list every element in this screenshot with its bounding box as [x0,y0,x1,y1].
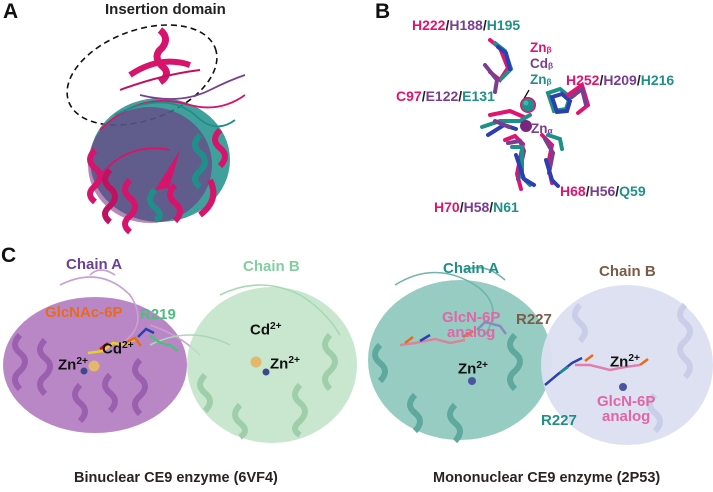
cd2-label-chain-b: Cd2+ [250,321,282,339]
zn-alpha-sphere [520,120,532,132]
residue-label-top: H222/H188/H195 [412,17,521,33]
zn2-label-chain-a: Zn2+ [58,356,88,374]
panel-b-letter: B [375,0,391,23]
metal-label-zn-beta-magenta: Znβ [530,40,552,55]
protein-overlay-structure [66,24,246,235]
zn2-label-chain-b: Zn2+ [270,355,300,373]
metal-label-zn-beta-teal: Znβ [530,72,552,87]
glcn-6p-analog-label-a: GlcN-6P analog [442,309,501,341]
r219-label: R219 [140,306,176,323]
residue-label-right: H252/H209/H216 [566,72,675,88]
glcnac-6p-label: GlcNAc-6P [45,304,123,321]
active-site-structure [480,38,590,191]
mononuclear-caption: Mononuclear CE9 enzyme (2P53) [433,470,661,486]
cd2-label-chain-a: Cd2+ [102,340,134,358]
residue-label-bottom-left: H70/H58/N61 [434,199,519,215]
panel-a-letter: A [3,0,19,23]
r227-label-chain-b: R227 [516,311,552,328]
zn-sphere-chain-b [619,383,627,391]
zn2-label-mono-chain-a: Zn2+ [458,360,488,378]
metal-label-zn-alpha: Znα [531,121,553,136]
glcn-6p-analog-label-b: GlcN-6P analog [597,393,656,425]
mononuclear-chain-a-label: Chain A [443,260,500,277]
binuclear-chain-b [187,287,357,443]
mononuclear-ce9-structure [368,266,713,445]
residue-label-bottom-right: H68/H56/Q59 [560,183,646,199]
cd-sphere-chain-a [88,360,100,372]
binuclear-caption: Binuclear CE9 enzyme (6VF4) [74,470,278,486]
binuclear-ce9-structure [3,269,357,443]
residue-label-left: C97/E122/E131 [396,88,495,104]
zn2-label-mono-chain-b: Zn2+ [610,353,640,371]
insertion-domain-title: Insertion domain [105,1,226,18]
zn-sphere-chain-b [262,368,270,376]
r227-label-chain-a: R227 [541,412,577,429]
zn-sphere-chain-a [80,367,88,375]
metal-label-cd-beta: Cdβ [530,56,554,71]
binuclear-chain-b-label: Chain B [243,258,300,275]
mononuclear-chain-b-label: Chain B [599,263,656,280]
insertion-domain-outline [66,24,218,126]
panel-c-letter: C [1,244,17,267]
cd-sphere-chain-b [250,356,262,368]
binuclear-chain-a-label: Chain A [66,256,123,273]
zn-sphere-chain-a [468,377,476,385]
